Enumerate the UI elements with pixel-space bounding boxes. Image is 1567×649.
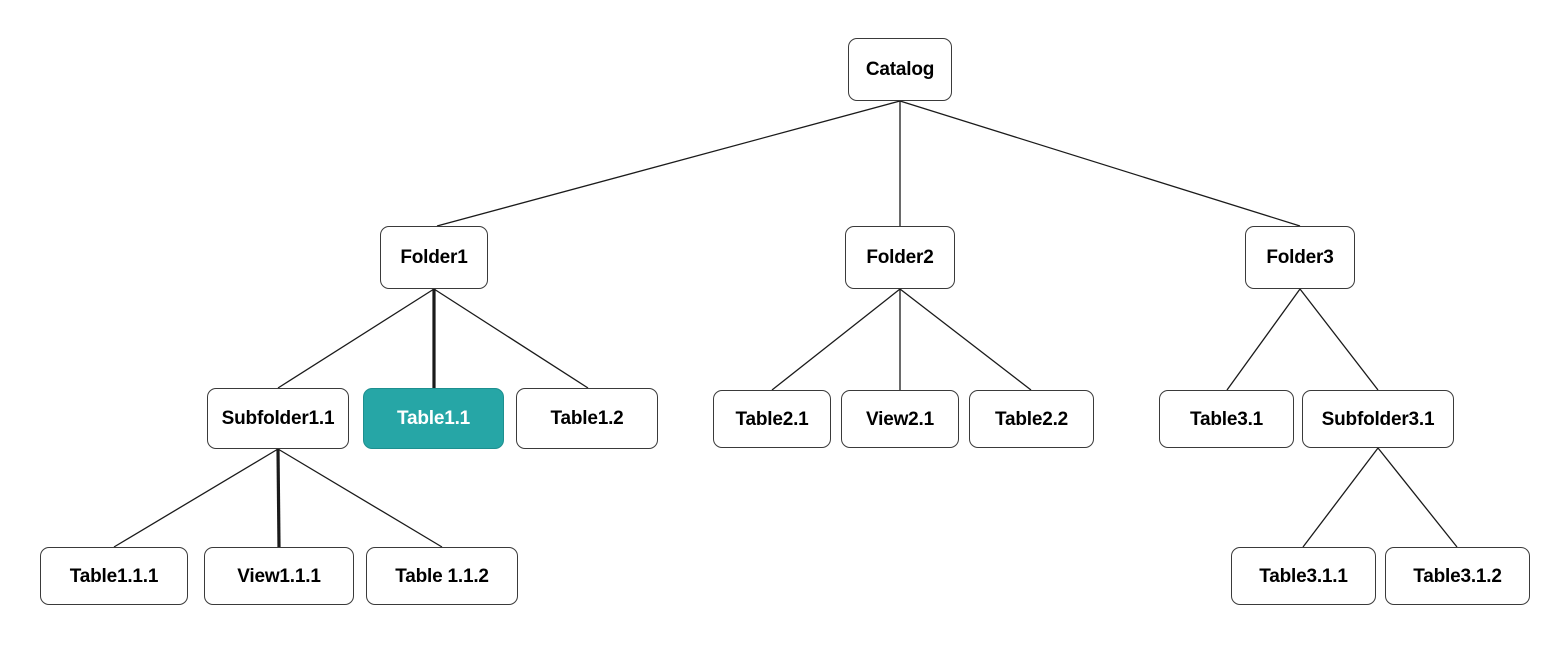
tree-node-label: Table 1.1.2: [395, 565, 489, 587]
tree-edge-catalog-to-folder1: [436, 100, 901, 227]
tree-node-label: Table1.2: [550, 408, 624, 429]
tree-node-table31[interactable]: Table3.1: [1159, 390, 1294, 448]
tree-node-table21[interactable]: Table2.1: [713, 390, 831, 448]
tree-node-label: Catalog: [865, 59, 935, 80]
tree-edge-folder3-to-table31: [1226, 288, 1301, 391]
tree-edge-folder1-to-subfolder11: [277, 288, 435, 389]
tree-node-folder2[interactable]: Folder2: [845, 226, 955, 289]
tree-node-label: View2.1: [866, 408, 934, 430]
tree-edge-folder2-to-table21: [771, 288, 901, 391]
tree-node-label: Subfolder1.1: [221, 408, 335, 429]
tree-node-label: Table2.2: [994, 408, 1069, 430]
tree-node-label: Table3.1.1: [1259, 565, 1348, 587]
tree-edge-folder1-to-table12: [433, 288, 589, 389]
tree-edge-catalog-to-folder3: [899, 100, 1301, 227]
tree-node-table111[interactable]: Table1.1.1: [40, 547, 188, 605]
tree-edge-subfolder31-to-table311: [1302, 447, 1379, 548]
tree-node-view21[interactable]: View2.1: [841, 390, 959, 448]
tree-node-label: Folder2: [866, 247, 934, 268]
tree-node-label: Folder3: [1266, 247, 1334, 268]
tree-node-table311[interactable]: Table3.1.1: [1231, 547, 1376, 605]
tree-node-label: Table1.1: [396, 408, 471, 429]
tree-node-table12[interactable]: Table1.2: [516, 388, 658, 449]
tree-edge-subfolder11-to-table112: [277, 448, 443, 548]
tree-edge-folder3-to-subfolder31: [1299, 288, 1379, 391]
tree-node-label: Folder1: [400, 247, 468, 268]
tree-node-label: Table2.1: [735, 408, 809, 430]
tree-node-folder1[interactable]: Folder1: [380, 226, 488, 289]
tree-node-view111[interactable]: View1.1.1: [204, 547, 354, 605]
tree-node-label: Table3.1: [1189, 408, 1264, 430]
tree-node-subfolder31[interactable]: Subfolder3.1: [1302, 390, 1454, 448]
tree-node-catalog[interactable]: Catalog: [848, 38, 952, 101]
tree-node-label: Table1.1.1: [69, 565, 159, 587]
tree-node-subfolder11[interactable]: Subfolder1.1: [207, 388, 349, 449]
tree-edge-subfolder11-to-view111: [276, 448, 281, 548]
tree-node-table312[interactable]: Table3.1.2: [1385, 547, 1530, 605]
tree-node-table11[interactable]: Table1.1: [363, 388, 504, 449]
tree-node-table22[interactable]: Table2.2: [969, 390, 1094, 448]
tree-edge-folder2-to-table22: [899, 288, 1032, 391]
tree-node-label: Table3.1.2: [1413, 565, 1502, 587]
tree-node-label: View1.1.1: [237, 565, 321, 587]
tree-node-table112[interactable]: Table 1.1.2: [366, 547, 518, 605]
tree-node-folder3[interactable]: Folder3: [1245, 226, 1355, 289]
tree-node-label: Subfolder3.1: [1321, 408, 1435, 430]
tree-edge-subfolder11-to-table111: [113, 448, 279, 548]
tree-edge-subfolder31-to-table312: [1377, 447, 1458, 548]
